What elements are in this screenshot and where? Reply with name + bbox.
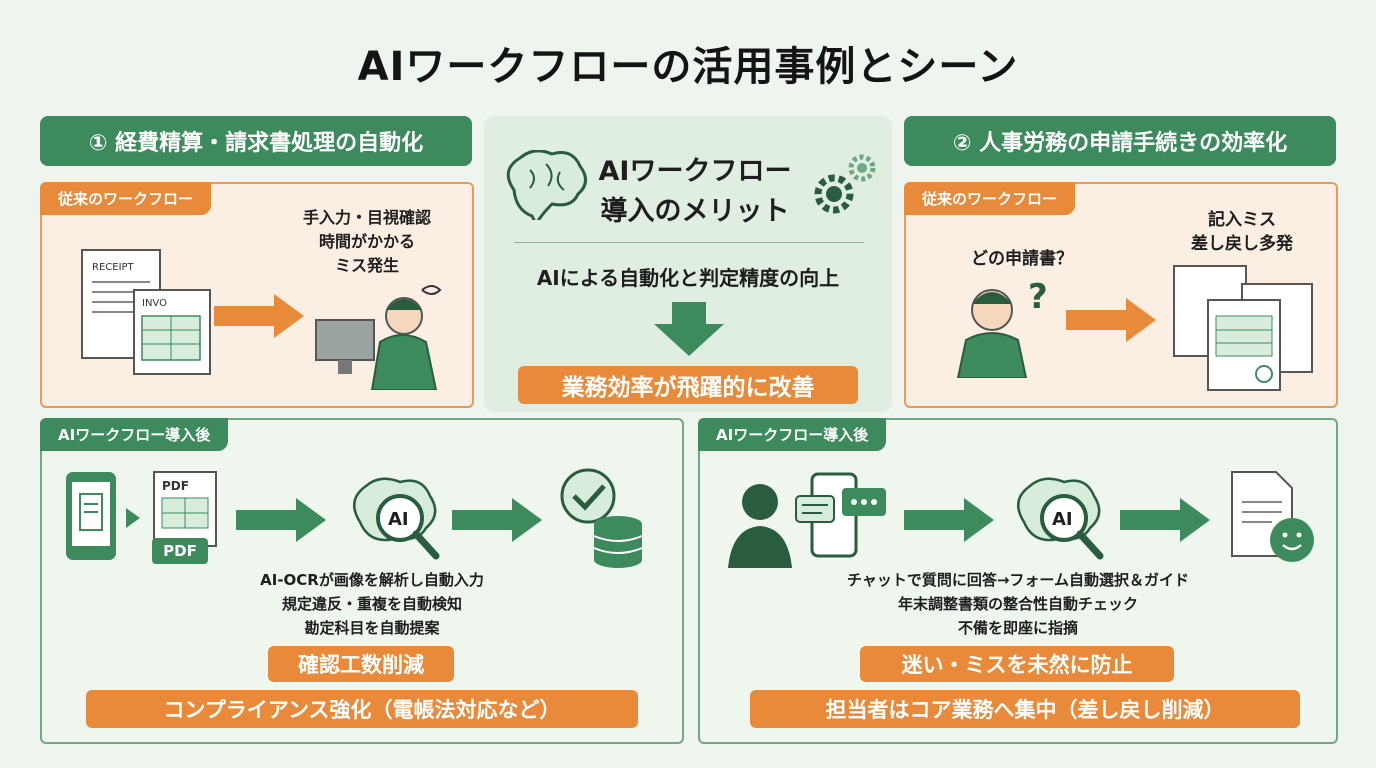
brain-icon <box>506 150 587 220</box>
ai-label: AI <box>1052 509 1073 530</box>
case1-after-tag: AIワークフロー導入後 <box>40 418 229 451</box>
application-forms-icon <box>1173 265 1313 391</box>
center-divider <box>514 242 864 243</box>
pdf-label: PDF <box>162 479 189 493</box>
arrow-right-icon <box>1066 298 1156 342</box>
problem-line: 手入力・目視確認 <box>302 208 431 227</box>
case2-before-panel: 従来のワークフロー どの申請書？ ? 記入ミス 差し戻し多発 <box>904 182 1338 408</box>
arrow-right-icon <box>1120 498 1210 542</box>
receipt-invoice-icon: RECEIPT INVO <box>81 249 211 375</box>
case1-before-panel: 従来のワークフロー RECEIPT INVO 手入力・目視確認 時間がかかる ミ… <box>40 182 474 408</box>
case2-before-tag: 従来のワークフロー <box>904 182 1076 215</box>
benefit-line: チャットで質問に回答→フォーム自動選択＆ガイド <box>847 571 1189 589</box>
benefit-line: 不備を即座に指摘 <box>957 619 1078 637</box>
small-arrow-icon <box>126 508 140 528</box>
case2-header: ② 人事労務の申請手続きの効率化 <box>904 116 1336 166</box>
database-check-icon <box>560 468 643 568</box>
page-title: AIワークフローの活用事例とシーン <box>357 44 1019 90</box>
case1-problems: 手入力・目視確認 時間がかかる ミス発生 <box>282 206 452 278</box>
problem-line: 差し戻し多発 <box>1191 234 1293 254</box>
center-heading: AIワークフロー 導入のメリット <box>580 152 810 232</box>
pdf-document-icon: PDF <box>153 471 217 547</box>
case2-question: どの申請書？ <box>971 249 1073 269</box>
user-chat-icon <box>728 472 886 568</box>
smartphone-scan-icon <box>66 472 116 560</box>
svg-text:?: ? <box>1028 277 1048 317</box>
center-heading-line: AIワークフロー <box>598 156 792 187</box>
ai-brain-magnifier-icon: AI <box>353 477 440 560</box>
arrow-down-icon <box>654 302 724 356</box>
document-smiley-icon <box>1231 471 1314 562</box>
case1-after-lines: AI-OCRが画像を解析し自動入力 規定違反・重複を自動検知 勘定科目を自動提案 <box>162 568 582 640</box>
benefit-line: AI-OCRが画像を解析し自動入力 <box>260 571 484 589</box>
problem-line: 時間がかかる <box>318 232 415 251</box>
center-result-badge: 業務効率が飛躍的に改善 <box>518 366 858 404</box>
benefit-line: 勘定科目を自動提案 <box>304 619 440 637</box>
case2-problems: 記入ミス 差し戻し多発 <box>1172 208 1312 256</box>
stressed-worker-icon <box>315 285 442 390</box>
gears-icon <box>814 154 876 214</box>
ai-brain-magnifier-icon: AI <box>1017 477 1104 560</box>
center-heading-line: 導入のメリット <box>600 196 790 227</box>
confused-person-icon: ? <box>956 277 1048 378</box>
case1-badge-effort: 確認工数削減 <box>268 646 454 682</box>
problem-line: ミス発生 <box>334 256 399 275</box>
center-benefits-panel: AIワークフロー 導入のメリット AIによる自動化と判定精度の向上 業務効率が飛… <box>484 116 892 412</box>
case2-after-panel: AIワークフロー導入後 AI チャットで質問に回答→フォーム自動選択＆ガイド <box>698 418 1338 744</box>
arrow-right-icon <box>214 294 304 338</box>
receipt-label: RECEIPT <box>92 262 135 273</box>
pdf-badge: PDF <box>152 538 208 564</box>
benefit-line: 規定違反・重複を自動検知 <box>281 595 462 613</box>
arrow-right-icon <box>904 498 994 542</box>
case2-badge-prevent: 迷い・ミスを未然に防止 <box>860 646 1174 682</box>
problem-line: 記入ミス <box>1208 210 1276 230</box>
case2-badge-focus: 担当者はコア業務へ集中（差し戻し削減） <box>750 690 1300 728</box>
center-subtitle: AIによる自動化と判定精度の向上 <box>536 266 840 290</box>
case1-badge-compliance: コンプライアンス強化（電帳法対応など） <box>86 690 638 728</box>
arrow-right-icon <box>236 498 326 542</box>
benefit-line: 年末調整書類の整合性自動チェック <box>897 595 1138 613</box>
case1-after-panel: AIワークフロー導入後 PDF PDF AI <box>40 418 684 744</box>
invoice-label: INVO <box>142 298 167 309</box>
ai-label: AI <box>388 509 409 530</box>
case2-after-lines: チャットで質問に回答→フォーム自動選択＆ガイド 年末調整書類の整合性自動チェック… <box>780 568 1256 640</box>
arrow-right-icon <box>452 498 542 542</box>
case1-before-tag: 従来のワークフロー <box>40 182 212 215</box>
case2-after-tag: AIワークフロー導入後 <box>698 418 887 451</box>
case1-header: ① 経費精算・請求書処理の自動化 <box>40 116 472 166</box>
